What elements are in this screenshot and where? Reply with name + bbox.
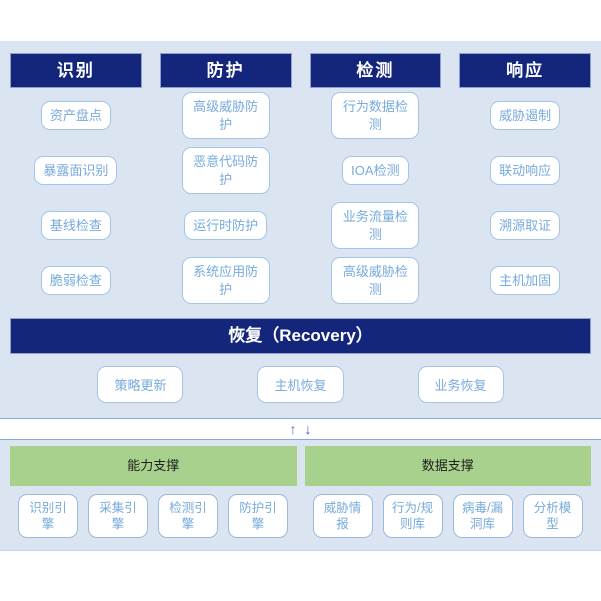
item-box: 恶意代码防护 bbox=[181, 147, 270, 194]
recovery-item-box: 策略更新 bbox=[97, 366, 184, 403]
item-box: 暴露面识别 bbox=[34, 155, 118, 186]
item-box: 联动响应 bbox=[490, 155, 561, 186]
item-box: IOA检测 bbox=[342, 155, 409, 186]
column-header-identify: 识别 bbox=[10, 53, 142, 88]
cell: IOA检测 bbox=[310, 143, 442, 198]
item-box: 主机加固 bbox=[490, 265, 561, 296]
item-box: 脆弱检查 bbox=[40, 265, 111, 296]
engine-box: 采集引擎 bbox=[88, 494, 148, 538]
support-header-capability: 能力支撑 bbox=[10, 446, 297, 486]
item-box: 资产盘点 bbox=[40, 100, 111, 131]
cell: 暴露面识别 bbox=[10, 143, 142, 198]
cell: 联动响应 bbox=[459, 143, 591, 198]
data-source-box: 威胁情报 bbox=[312, 494, 373, 538]
item-box: 溯源取证 bbox=[490, 210, 561, 241]
cell: 恶意代码防护 bbox=[160, 143, 292, 198]
cell: 基线检查 bbox=[10, 198, 142, 253]
data-source-box: 行为/规则库 bbox=[382, 494, 443, 538]
cell: 高级威胁防护 bbox=[160, 88, 292, 143]
item-box: 系统应用防护 bbox=[181, 257, 270, 304]
item-box: 行为数据检测 bbox=[331, 92, 420, 139]
item-box: 高级威胁检测 bbox=[331, 257, 420, 304]
cell: 主机加固 bbox=[459, 253, 591, 308]
column-header-protect: 防护 bbox=[159, 53, 292, 88]
engine-box: 识别引擎 bbox=[18, 494, 78, 538]
cell: 溯源取证 bbox=[459, 198, 591, 253]
data-source-box: 病毒/漏洞库 bbox=[452, 494, 513, 538]
engine-box: 检测引擎 bbox=[158, 494, 218, 538]
cell: 运行时防护 bbox=[160, 198, 292, 253]
recovery-item-box: 业务恢复 bbox=[417, 366, 504, 403]
support-items-row: 识别引擎 采集引擎 检测引擎 防护引擎 威胁情报 行为/规则库 病毒/漏洞库 分… bbox=[10, 494, 591, 538]
recovery-items-row: 策略更新 主机恢复 业务恢复 bbox=[10, 366, 591, 403]
cell: 资产盘点 bbox=[10, 88, 142, 143]
engine-box: 防护引擎 bbox=[228, 494, 288, 538]
item-box: 业务流量检测 bbox=[331, 202, 420, 249]
capability-engines-group: 识别引擎 采集引擎 检测引擎 防护引擎 bbox=[10, 494, 297, 538]
cell: 业务流量检测 bbox=[310, 198, 442, 253]
support-header-data: 数据支撑 bbox=[304, 446, 591, 486]
column-identify: 识别 资产盘点 暴露面识别 基线检查 脆弱检查 bbox=[10, 53, 142, 308]
recovery-band-title: 恢复（Recovery） bbox=[10, 318, 591, 354]
data-source-box: 分析模型 bbox=[522, 494, 583, 538]
column-detect: 检测 行为数据检测 IOA检测 业务流量检测 高级威胁检测 bbox=[309, 53, 442, 308]
column-protect: 防护 高级威胁防护 恶意代码防护 运行时防护 系统应用防护 bbox=[159, 53, 292, 308]
cell: 脆弱检查 bbox=[10, 253, 142, 308]
down-arrow-icon: ↓ bbox=[304, 421, 312, 437]
item-box: 威胁遏制 bbox=[490, 100, 561, 131]
item-box: 运行时防护 bbox=[184, 210, 268, 241]
item-box: 基线检查 bbox=[40, 210, 111, 241]
support-headers-row: 能力支撑 数据支撑 bbox=[10, 446, 591, 486]
item-box: 高级威胁防护 bbox=[181, 92, 270, 139]
up-arrow-icon: ↑ bbox=[289, 421, 297, 437]
security-framework-panel: 识别 资产盘点 暴露面识别 基线检查 脆弱检查 防护 高级威胁防护 恶意代码防护… bbox=[0, 41, 601, 551]
function-columns: 识别 资产盘点 暴露面识别 基线检查 脆弱检查 防护 高级威胁防护 恶意代码防护… bbox=[10, 53, 591, 308]
cell: 系统应用防护 bbox=[160, 253, 292, 308]
recovery-item-box: 主机恢复 bbox=[257, 366, 344, 403]
column-header-respond: 响应 bbox=[459, 53, 591, 88]
cell: 威胁遏制 bbox=[459, 88, 591, 143]
data-sources-group: 威胁情报 行为/规则库 病毒/漏洞库 分析模型 bbox=[305, 494, 592, 538]
column-respond: 响应 威胁遏制 联动响应 溯源取证 主机加固 bbox=[459, 53, 591, 308]
column-header-detect: 检测 bbox=[309, 53, 442, 88]
cell: 行为数据检测 bbox=[310, 88, 442, 143]
cell: 高级威胁检测 bbox=[310, 253, 442, 308]
connector-strip: ↑ ↓ bbox=[0, 418, 601, 440]
